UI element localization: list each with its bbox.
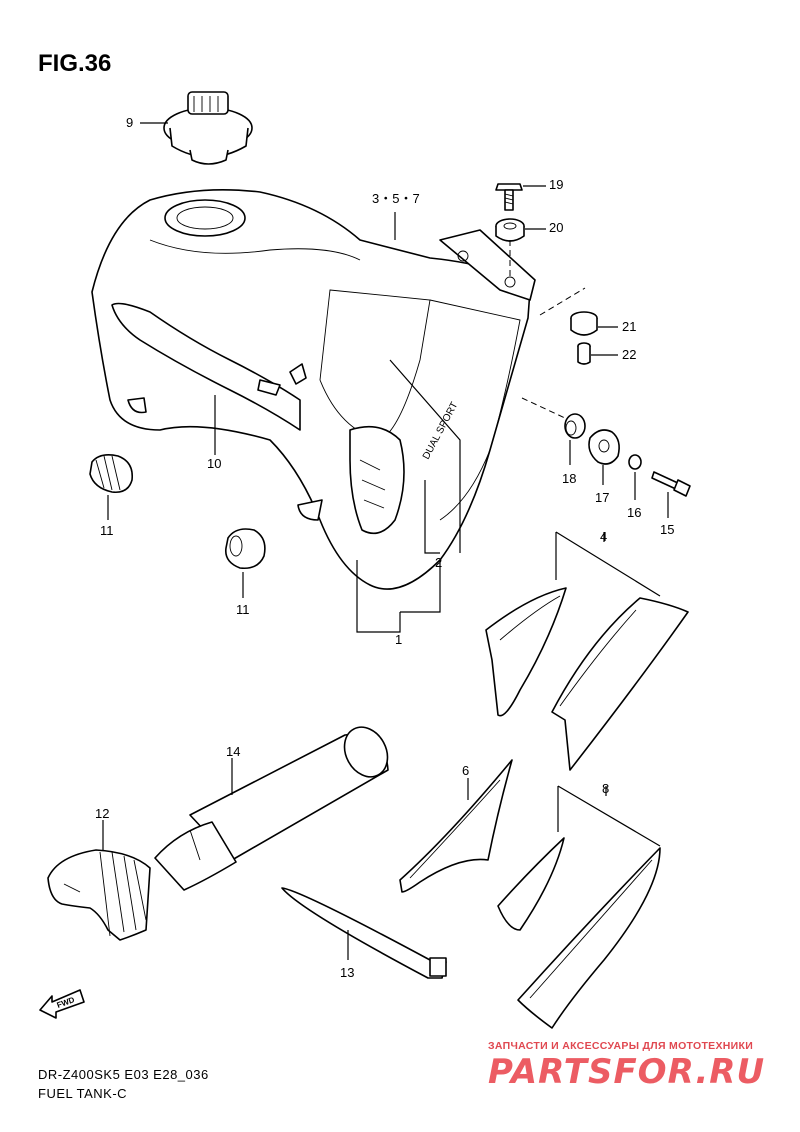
watermark-tagline: ЗАПЧАСТИ И АКСЕССУАРЫ ДЛЯ МОТОТЕХНИКИ (488, 1040, 754, 1052)
cushion-11-right[interactable] (224, 528, 266, 570)
callout-12: 12 (95, 806, 110, 821)
callout-18: 18 (562, 471, 577, 486)
fuel-cap[interactable] (163, 91, 253, 165)
callout-9: 9 (126, 115, 134, 130)
callout-16: 16 (627, 505, 642, 520)
cushion-18[interactable] (564, 413, 586, 439)
callout-1: 1 (395, 632, 403, 647)
callout-6: 6 (462, 763, 470, 778)
callout-10: 10 (207, 456, 222, 471)
grommet-12[interactable] (47, 849, 151, 941)
tube-14[interactable] (154, 720, 396, 891)
callout-11-left: 11 (100, 523, 114, 538)
collar-22[interactable] (577, 342, 591, 365)
callout-17: 17 (595, 490, 610, 505)
decal-4-left[interactable] (485, 587, 567, 717)
callout-21: 21 (622, 319, 637, 334)
decal-8-left[interactable] (497, 837, 565, 931)
cushion-21[interactable] (570, 311, 598, 336)
decal-4-right[interactable] (551, 597, 689, 771)
footer-section-name: FUEL TANK-C (38, 1086, 128, 1101)
callout-22: 22 (622, 347, 637, 362)
bolt-19[interactable] (495, 183, 523, 211)
washer-20[interactable] (495, 218, 525, 242)
collar-16[interactable] (628, 454, 642, 470)
callout-19: 19 (549, 177, 564, 192)
fwd-arrow-icon: FWD (39, 989, 85, 1019)
watermark-logo[interactable]: PARTSFOR.RU (488, 1052, 766, 1092)
callout-2: 2 (435, 555, 443, 570)
callout-3-5-7: 3・5・7 (372, 191, 420, 206)
decal-8-right[interactable] (517, 847, 661, 1029)
callout-13: 13 (340, 965, 355, 980)
bolt-15[interactable] (651, 471, 691, 497)
callout-20: 20 (549, 220, 564, 235)
cushion-17[interactable] (588, 429, 620, 465)
fuel-tank[interactable]: DUAL SPORT (91, 189, 536, 590)
callout-4: 4 (600, 529, 608, 544)
callout-15: 15 (660, 522, 675, 537)
callout-8: 8 (602, 781, 610, 796)
decal-6[interactable] (399, 759, 513, 893)
figure-title: FIG.36 (38, 50, 112, 77)
cushion-11-left[interactable] (89, 454, 134, 494)
callout-14: 14 (226, 744, 241, 759)
callout-11-right: 11 (236, 602, 250, 617)
cable-tie-13[interactable] (281, 887, 447, 979)
footer-model-code: DR-Z400SK5 E03 E28_036 (38, 1067, 209, 1082)
